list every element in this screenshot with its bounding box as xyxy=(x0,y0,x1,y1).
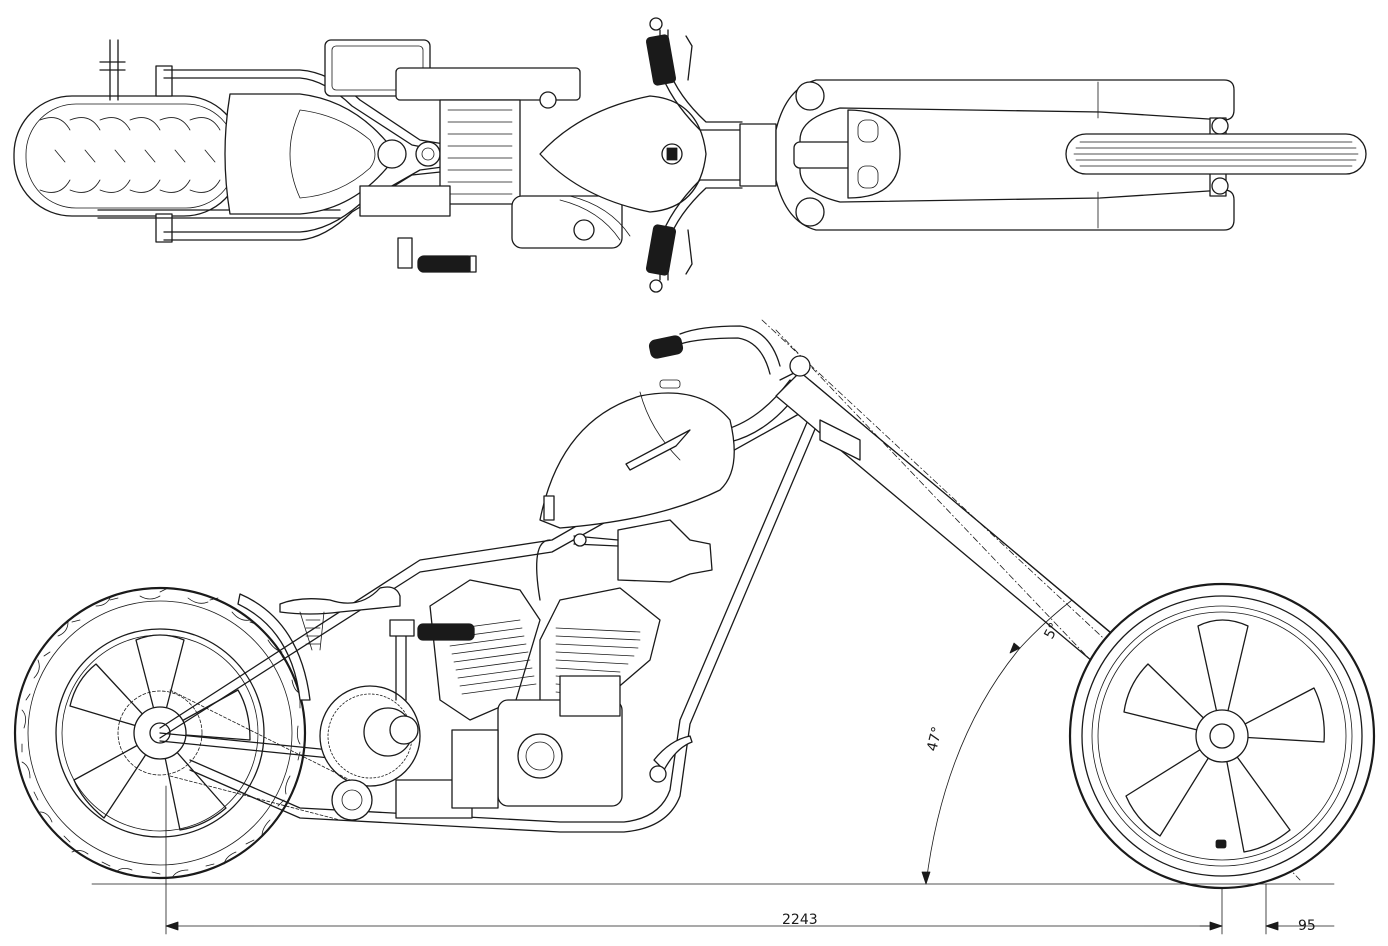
side-engine xyxy=(429,519,713,807)
fork-angle-label: 5° xyxy=(1041,620,1063,642)
trail-dimension: 95 xyxy=(1298,918,1316,934)
side-primary xyxy=(169,685,499,821)
side-seat xyxy=(279,586,401,651)
top-view xyxy=(13,17,1367,293)
dimension-lines xyxy=(91,599,1335,935)
front-spokes xyxy=(1123,619,1325,853)
side-handlebar xyxy=(648,325,781,375)
top-footpeg xyxy=(397,237,477,273)
rear-tread xyxy=(21,587,303,879)
rake-angle-label: 47° xyxy=(924,725,946,753)
front-wheel xyxy=(1068,582,1376,890)
top-gas-tank xyxy=(539,95,707,213)
side-footpeg xyxy=(389,619,693,783)
top-handlebars xyxy=(645,17,777,293)
side-gas-tank xyxy=(539,379,735,529)
top-seat xyxy=(224,93,441,215)
side-view: 2243 95 47° 5° xyxy=(13,319,1376,935)
wheelbase-dimension: 2243 xyxy=(782,912,818,928)
top-engine xyxy=(324,39,631,249)
rear-spokes xyxy=(69,634,251,831)
top-rear-tire xyxy=(13,95,243,217)
top-front-fork xyxy=(775,79,1367,231)
